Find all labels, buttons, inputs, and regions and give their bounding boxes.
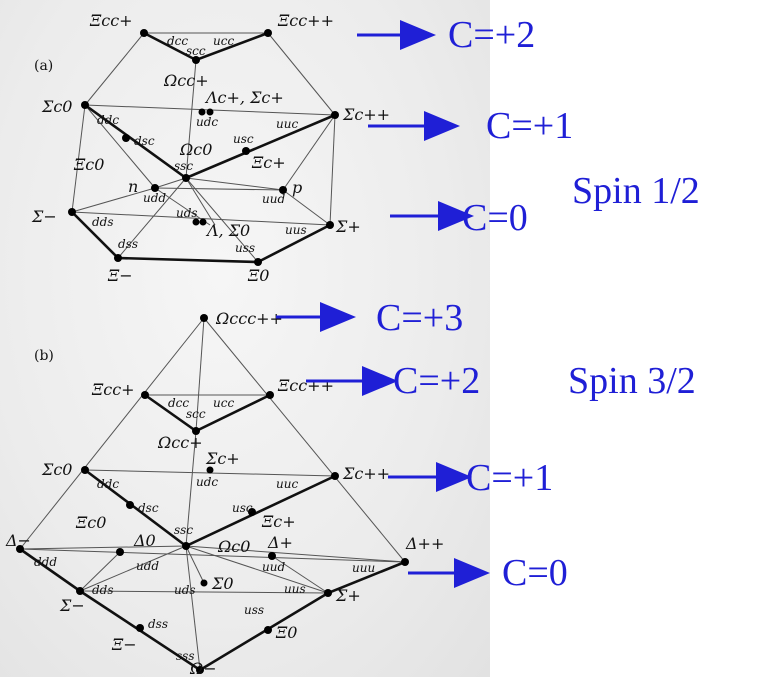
label-xi-c-plus: Ξc+	[251, 153, 286, 172]
quark-uuu: uuu	[352, 561, 375, 575]
quark-uss-b: uss	[244, 603, 264, 617]
label-lambda-sigma-0: Λ, Σ0	[205, 221, 250, 240]
label-c-0-bottom: C=0	[502, 552, 568, 594]
label-delta-plusplus: Δ++	[405, 534, 444, 553]
quark-ddc-b: ddc	[97, 477, 119, 491]
quark-uds-b: uds	[174, 583, 196, 597]
label-c-0-top: C=0	[462, 197, 528, 239]
label-xi-cc-plusplus: Ξcc++	[277, 11, 334, 30]
quark-uus-b: uus	[284, 582, 306, 596]
label-c-plus2-bottom: C=+2	[393, 360, 480, 402]
panel-a-spin-half-multiplet: (a)	[31, 11, 390, 285]
panel-a-quark-labels: dcc ucc scc udc ddc uuc dsc usc ssc udd …	[92, 34, 307, 255]
quark-udd-b: udd	[136, 559, 159, 573]
quark-uuc-b: uuc	[276, 477, 298, 491]
label-xi-c-0-b: Ξc0	[75, 513, 106, 532]
label-omega-cc-plus-b: Ωcc+	[157, 433, 203, 452]
label-xi-0: Ξ0	[247, 266, 269, 285]
quark-uud-b: uud	[262, 560, 285, 574]
quark-ssc: ssc	[174, 159, 193, 173]
label-omega-ccc: Ωccc++	[215, 309, 283, 328]
quark-uds: uds	[176, 206, 198, 220]
label-c-plus1-bottom: C=+1	[466, 457, 553, 499]
quark-udc-b: udc	[196, 475, 218, 489]
quark-ucc: ucc	[213, 34, 234, 48]
label-xi-minus-b: Ξ−	[111, 635, 137, 654]
label-xi-c-plus-b: Ξc+	[261, 512, 296, 531]
label-proton: p	[292, 178, 302, 197]
quark-sss: sss	[176, 649, 194, 663]
label-delta-minus: Δ−	[5, 531, 31, 550]
quark-udc: udc	[196, 115, 218, 129]
quark-dss: dss	[118, 237, 138, 251]
label-sigma-c-plusplus-b: Σc++	[342, 464, 390, 483]
label-neutron: n	[128, 177, 138, 196]
panel-a-nodes	[68, 29, 339, 266]
label-xi-c-0: Ξc0	[73, 155, 104, 174]
label-omega-minus: Ω−	[189, 659, 217, 677]
quark-ddd: ddd	[34, 555, 57, 569]
quark-dds: dds	[92, 215, 114, 229]
label-c-plus3: C=+3	[376, 297, 463, 339]
label-sigma-plus-b: Σ+	[335, 586, 361, 605]
label-sigma-c-0: Σc0	[41, 97, 72, 116]
quark-scc-b: scc	[186, 407, 206, 421]
panel-b-particle-labels: Ωccc++ Ξcc+ Ξcc++ Ωcc+ Σc+ Σc0 Σc++ Ξc0 …	[5, 309, 444, 677]
label-delta-0: Δ0	[133, 531, 156, 550]
label-omega-cc-plus: Ωcc+	[163, 71, 209, 90]
panel-b-bold-edges	[18, 393, 407, 672]
quark-dcc-b: dcc	[168, 396, 189, 410]
panel-b-spin-three-half-multiplet: (b)	[5, 309, 444, 677]
label-spin-three-half: Spin 3/2	[568, 360, 696, 402]
label-sigma-minus: Σ−	[31, 207, 57, 226]
panel-b-tag: (b)	[34, 348, 54, 364]
label-delta-plus: Δ+	[267, 533, 293, 552]
quark-usc-b: usc	[232, 501, 253, 515]
quark-ssc-b: ssc	[174, 523, 193, 537]
label-xi-0-b: Ξ0	[275, 623, 297, 642]
quark-uss: uss	[235, 241, 255, 255]
label-lambda-sigma-c-plus: Λc+, Σc+	[204, 88, 284, 107]
label-sigma-minus-b: Σ−	[59, 596, 85, 615]
quark-dss-b: dss	[148, 617, 168, 631]
label-xi-minus: Ξ−	[107, 266, 133, 285]
panel-b-quark-labels: dcc ucc scc udc ddc uuc dsc usc ssc ddd …	[34, 396, 375, 663]
quark-ddc: ddc	[97, 113, 119, 127]
panel-b-nodes	[16, 314, 409, 674]
label-sigma-c-plus-b: Σc+	[205, 449, 240, 468]
panel-b-thin-edges	[19, 317, 406, 671]
quark-scc: scc	[186, 44, 206, 58]
quark-uuc: uuc	[276, 117, 298, 131]
quark-dsc-b: dsc	[138, 501, 159, 515]
panel-a-tag: (a)	[34, 58, 53, 74]
label-sigma-0-b: Σ0	[211, 574, 234, 593]
label-sigma-c-0-b: Σc0	[41, 460, 72, 479]
quark-usc: usc	[233, 132, 254, 146]
quark-udd: udd	[143, 191, 166, 205]
quark-dsc: dsc	[134, 134, 155, 148]
quark-dcc: dcc	[167, 34, 188, 48]
label-xi-cc-plus: Ξcc+	[89, 11, 133, 30]
charm-annotations: C=+2 C=+1 Spin 1/2 C=0 C=+3 C=+2 Spin 3/…	[276, 14, 700, 594]
label-c-plus2-top: C=+2	[448, 14, 535, 56]
quark-uud: uud	[262, 192, 285, 206]
label-sigma-plus: Σ+	[335, 217, 361, 236]
label-spin-half: Spin 1/2	[572, 170, 700, 212]
label-omega-c-0: Ωc0	[179, 140, 212, 159]
quark-dds-b: dds	[92, 583, 114, 597]
panel-a-particle-labels: Ξcc+ Ξcc++ Ωcc+ Λc+, Σc+ Σc0 Σc++ Ξc0 Ωc…	[31, 11, 390, 285]
label-omega-c-0-b: Ωc0	[217, 537, 250, 556]
label-sigma-c-plusplus: Σc++	[342, 105, 390, 124]
label-xi-cc-plus-b: Ξcc+	[91, 380, 135, 399]
quark-uus: uus	[285, 223, 307, 237]
label-c-plus1-top: C=+1	[486, 105, 573, 147]
label-xi-cc-plusplus-b: Ξcc++	[277, 376, 334, 395]
quark-ucc-b: ucc	[213, 396, 234, 410]
